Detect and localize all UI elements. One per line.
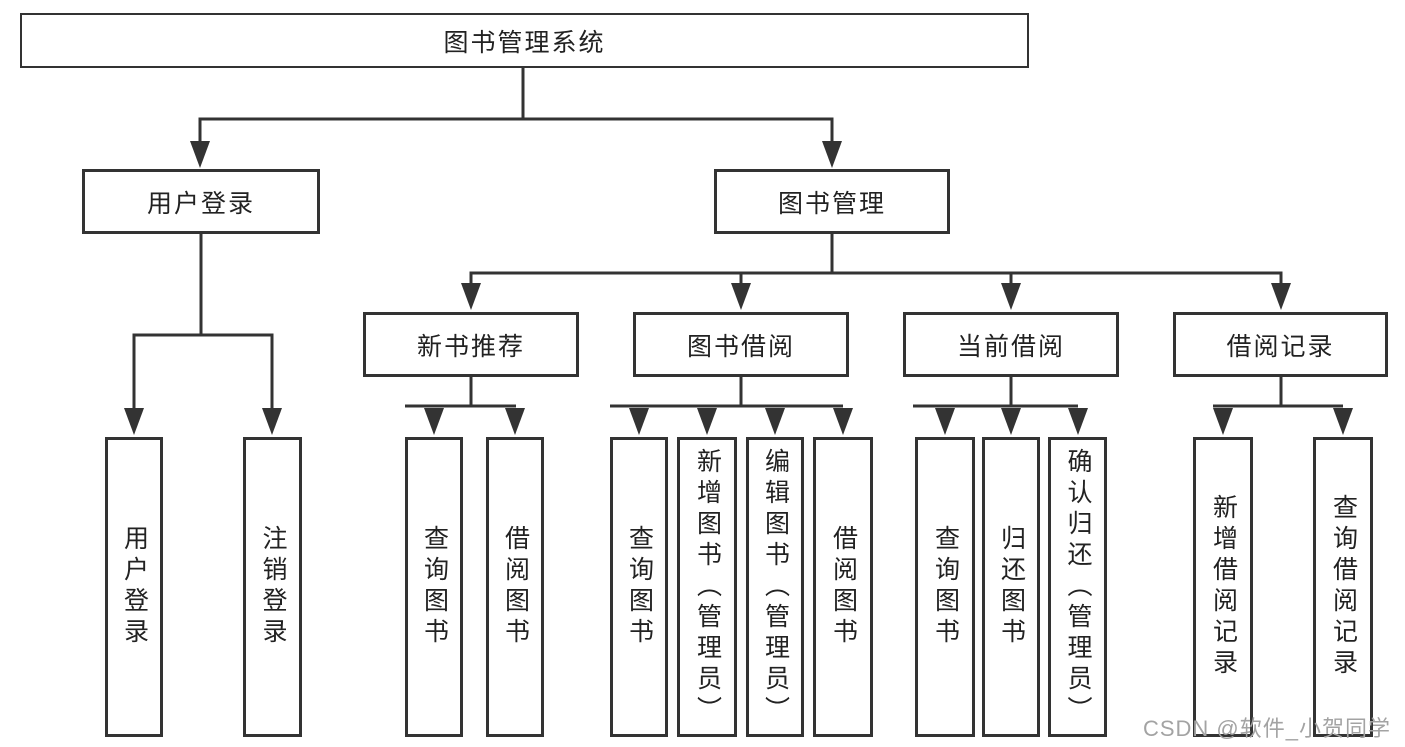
leaf-records-add-record: 新增借阅记录 [1193, 437, 1253, 737]
leaf-borrow-borrow-books-label: 借阅图书 [829, 525, 858, 649]
connector-lines [132, 66, 1343, 412]
node-new-book-rec: 新书推荐 [363, 312, 579, 377]
leaf-current-return-books: 归还图书 [982, 437, 1040, 737]
leaf-current-return-books-label: 归还图书 [997, 525, 1026, 649]
node-current-borrow-label: 当前借阅 [956, 332, 1065, 361]
node-borrow-records-label: 借阅记录 [1226, 332, 1335, 361]
node-user-login-label: 用户登录 [146, 189, 255, 218]
leaf-records-add-record-label: 新增借阅记录 [1209, 494, 1238, 680]
leaf-current-confirm-return-label: 确认归还（管理员） [1064, 447, 1092, 727]
node-user-login: 用户登录 [82, 169, 320, 234]
leaf-borrow-edit-books: 编辑图书（管理员） [746, 437, 804, 737]
node-root: 图书管理系统 [20, 13, 1029, 68]
leaf-rec-borrow-books: 借阅图书 [486, 437, 544, 737]
leaf-borrow-add-books: 新增图书（管理员） [677, 437, 737, 737]
node-book-mgmt-label: 图书管理 [777, 189, 886, 218]
node-root-label: 图书管理系统 [443, 28, 606, 57]
node-borrow-records: 借阅记录 [1173, 312, 1388, 377]
leaf-rec-borrow-books-label: 借阅图书 [501, 525, 530, 649]
node-book-borrow-label: 图书借阅 [686, 332, 795, 361]
leaf-rec-query-books: 查询图书 [405, 437, 463, 737]
leaf-borrow-query-books-label: 查询图书 [625, 525, 654, 649]
leaf-current-query-books-label: 查询图书 [931, 525, 960, 649]
leaf-current-confirm-return: 确认归还（管理员） [1048, 437, 1107, 737]
leaf-logout: 注销登录 [243, 437, 302, 737]
connector-arrowheads [124, 141, 1353, 435]
leaf-current-query-books: 查询图书 [915, 437, 975, 737]
leaf-rec-query-books-label: 查询图书 [420, 525, 449, 649]
leaf-borrow-edit-books-label: 编辑图书（管理员） [761, 447, 790, 727]
node-current-borrow: 当前借阅 [903, 312, 1119, 377]
leaf-user-login-label: 用户登录 [120, 525, 149, 649]
leaf-borrow-add-books-label: 新增图书（管理员） [693, 447, 722, 727]
leaf-records-query-record-label: 查询借阅记录 [1329, 494, 1358, 680]
leaf-borrow-borrow-books: 借阅图书 [813, 437, 873, 737]
leaf-logout-label: 注销登录 [259, 525, 287, 649]
leaf-borrow-query-books: 查询图书 [610, 437, 668, 737]
node-book-mgmt: 图书管理 [714, 169, 950, 234]
leaf-records-query-record: 查询借阅记录 [1313, 437, 1373, 737]
watermark-text: CSDN @软件_小贺同学 [1142, 716, 1391, 741]
leaf-user-login: 用户登录 [105, 437, 163, 737]
node-new-book-rec-label: 新书推荐 [416, 332, 525, 361]
node-book-borrow: 图书借阅 [633, 312, 849, 377]
